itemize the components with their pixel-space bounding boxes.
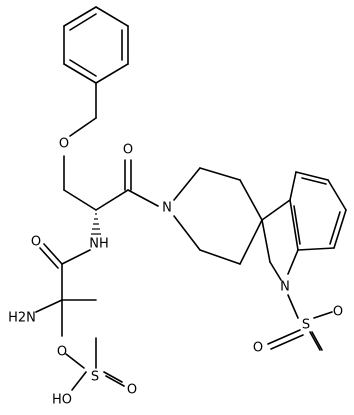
- serine-backbone: [95, 159, 159, 211]
- mesyl-oxygen-top-label: O: [333, 305, 343, 320]
- indoline-benzene-ring: [289, 171, 347, 251]
- msa-sulfur-label: S: [91, 370, 99, 385]
- ether-oxygen-label: O: [59, 137, 69, 152]
- carbonyl-oxygen-top-label: O: [123, 143, 133, 158]
- msa-oxygen-right-label: O: [127, 383, 137, 398]
- aib-carbonyl-oxygen-label: O: [31, 235, 41, 250]
- n-mesyl-group: [267, 294, 333, 351]
- benzyl-ring: [63, 6, 129, 84]
- amide-nh-label: NH: [89, 237, 109, 252]
- methanesulfonic-acid: [65, 337, 125, 391]
- msa-hydroxyl-label: HO: [52, 393, 72, 408]
- indoline-nitrogen-label: N: [280, 280, 290, 295]
- stereo-hash-wedge: [91, 213, 101, 235]
- amine-nh2-label: H2N: [8, 311, 36, 326]
- aminoisobutyryl-group: [35, 243, 97, 337]
- mesyl-oxygen-left-label: O: [253, 341, 263, 356]
- piperidine-ring: [173, 167, 263, 265]
- msa-oxygen-left-label: O: [57, 345, 67, 360]
- mesyl-methyl-bond: [311, 331, 323, 351]
- mesyl-sulfur-label: S: [302, 318, 310, 333]
- indoline-five-ring: [261, 199, 299, 281]
- benzyloxy-chain: [63, 82, 97, 211]
- piperidine-nitrogen-label: N: [162, 201, 172, 216]
